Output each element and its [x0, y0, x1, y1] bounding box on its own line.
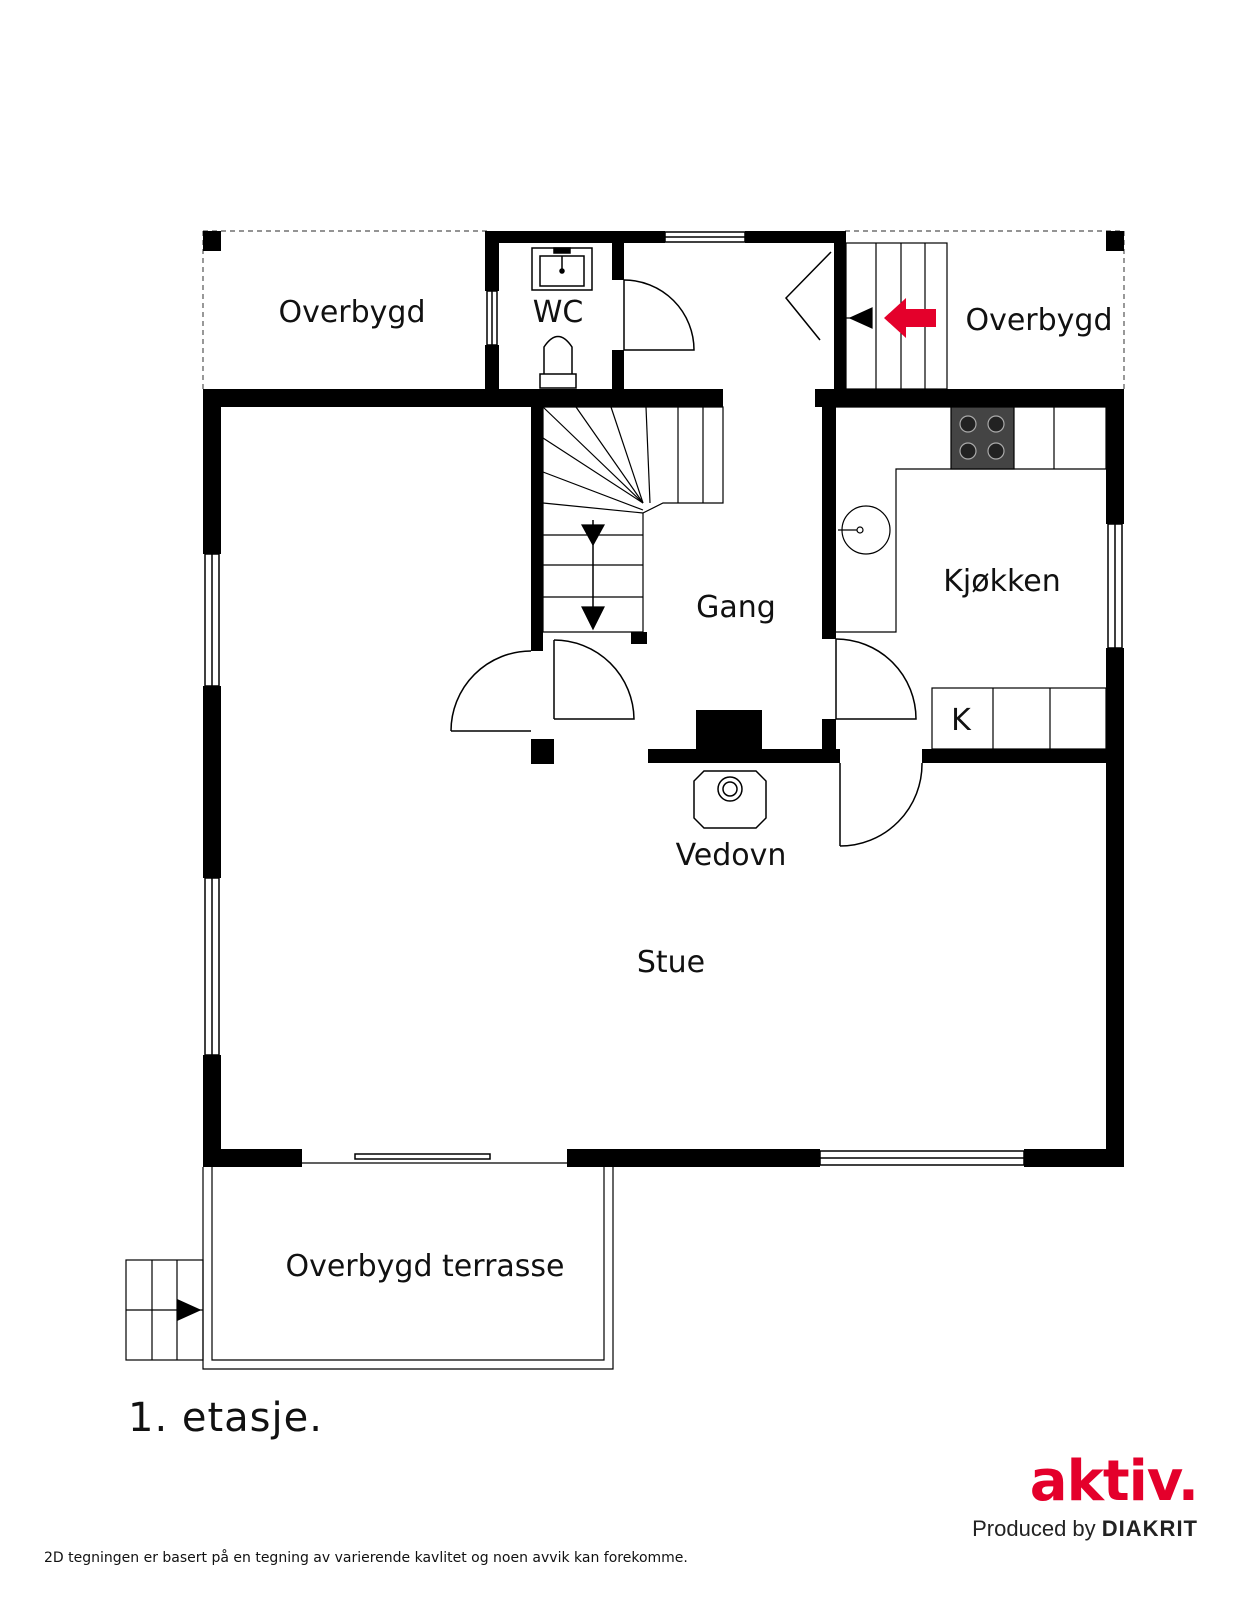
toilet-icon — [539, 335, 577, 389]
label-overbygd-left: Overbygd — [278, 295, 425, 330]
stair-direction-arrow-icon — [177, 1299, 202, 1321]
terrace — [125, 1167, 614, 1370]
stove-icon — [950, 406, 1015, 470]
doors — [450, 638, 923, 847]
entrance-door — [784, 251, 832, 341]
porch-outlines — [202, 230, 1125, 390]
stair-direction-arrow-icon — [581, 606, 605, 631]
produced-name: DIAKRIT — [1101, 1516, 1198, 1541]
stair-direction-arrow-icon — [580, 524, 606, 547]
brand-block: aktiv. Produced by DIAKRIT — [972, 1449, 1199, 1542]
fireplace-icon — [693, 770, 767, 829]
produced-prefix: Produced by — [972, 1516, 1096, 1541]
floor-title: 1. etasje. — [128, 1395, 323, 1441]
room-labels: Overbygd WC Overbygd Gang Kjøkken K Vedo… — [278, 295, 1112, 1284]
sink-icon — [838, 505, 891, 555]
label-stue: Stue — [637, 945, 705, 980]
staircase — [542, 406, 724, 633]
label-terrasse: Overbygd terrasse — [285, 1249, 564, 1284]
wc-fixtures — [531, 247, 695, 389]
label-vedovn: Vedovn — [676, 838, 787, 873]
label-k: K — [951, 703, 972, 738]
walls — [203, 231, 1124, 1167]
aktiv-logo: aktiv. — [1029, 1449, 1199, 1514]
disclaimer-text: 2D tegningen er basert på en tegning av … — [44, 1550, 688, 1566]
kitchen-fixtures — [836, 406, 1107, 750]
produced-by: Produced by DIAKRIT — [972, 1516, 1198, 1542]
label-gang: Gang — [696, 590, 776, 625]
stair-direction-arrow-icon — [848, 307, 873, 329]
label-kjokken: Kjøkken — [943, 564, 1061, 599]
sink-icon — [531, 247, 593, 291]
label-overbygd-right: Overbygd — [965, 303, 1112, 338]
windows — [204, 231, 1123, 1166]
label-wc: WC — [533, 295, 584, 330]
entrance-arrow-icon — [884, 298, 936, 338]
porch-posts — [203, 231, 1124, 251]
chimney — [696, 710, 762, 750]
